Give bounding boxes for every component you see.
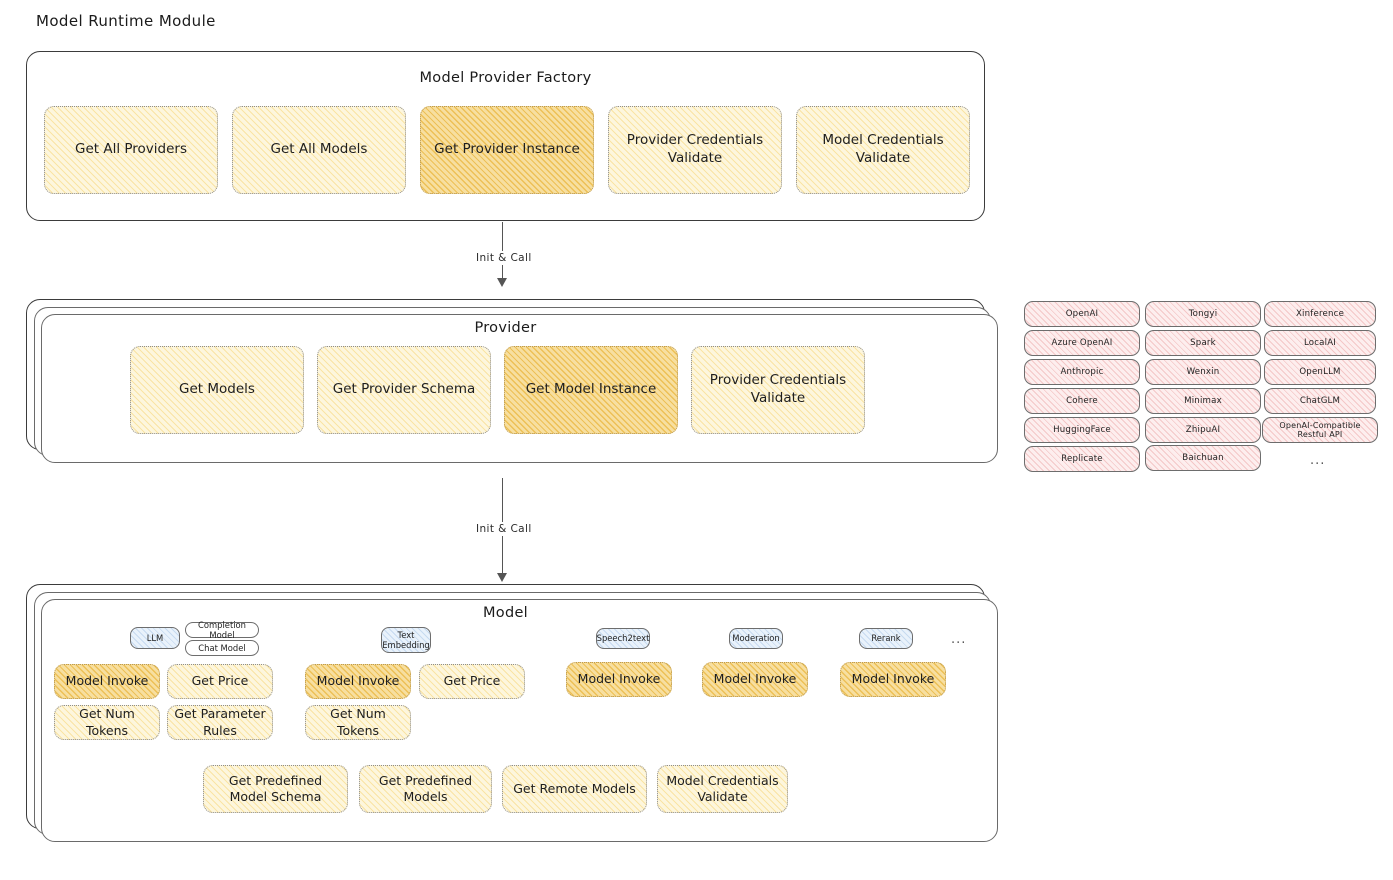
node-text-embedding-get-num-tokens[interactable]: Get Num Tokens: [305, 705, 411, 740]
node-model-credentials-validate-2[interactable]: Model Credentials Validate: [657, 765, 788, 813]
node-text-embedding-model-invoke[interactable]: Model Invoke: [305, 664, 411, 699]
provider-pill-minimax[interactable]: Minimax: [1145, 388, 1261, 414]
model-type-chip-moderation[interactable]: Moderation: [729, 628, 783, 649]
provider-pill-tongyi[interactable]: Tongyi: [1145, 301, 1261, 327]
provider-pill-openllm[interactable]: OpenLLM: [1264, 359, 1376, 385]
node-llm-get-parameter-rules[interactable]: Get Parameter Rules: [167, 705, 273, 740]
provider-pill-huggingface[interactable]: HuggingFace: [1024, 417, 1140, 443]
provider-pill-openai[interactable]: OpenAI: [1024, 301, 1140, 327]
model-type-chip-text-embedding[interactable]: Text Embedding: [381, 627, 431, 653]
provider-pill-xinference[interactable]: Xinference: [1264, 301, 1376, 327]
node-text-embedding-get-price[interactable]: Get Price: [419, 664, 525, 699]
provider-pill-spark[interactable]: Spark: [1145, 330, 1261, 356]
page-title: Model Runtime Module: [36, 12, 216, 30]
node-get-all-providers[interactable]: Get All Providers: [44, 106, 218, 194]
model-title: Model: [482, 605, 529, 621]
provider-pill-zhipuai[interactable]: ZhipuAI: [1145, 417, 1261, 443]
node-moderation-model-invoke[interactable]: Model Invoke: [702, 662, 808, 697]
provider-pill-chatglm[interactable]: ChatGLM: [1264, 388, 1376, 414]
provider-pill-replicate[interactable]: Replicate: [1024, 446, 1140, 472]
connector-arrowhead-provider-to-model: [497, 573, 507, 582]
node-get-predefined-model-schema[interactable]: Get Predefined Model Schema: [203, 765, 348, 813]
node-get-remote-models[interactable]: Get Remote Models: [502, 765, 647, 813]
provider-pill-anthropic[interactable]: Anthropic: [1024, 359, 1140, 385]
provider-list-more-ellipsis: ...: [1310, 453, 1326, 468]
node-llm-model-invoke[interactable]: Model Invoke: [54, 664, 160, 699]
node-provider-credentials-validate[interactable]: Provider Credentials Validate: [608, 106, 782, 194]
provider-pill-baichuan[interactable]: Baichuan: [1145, 445, 1261, 471]
provider-title: Provider: [474, 320, 537, 336]
connector-arrowhead-factory-to-provider: [497, 278, 507, 287]
node-speech2text-model-invoke[interactable]: Model Invoke: [566, 662, 672, 697]
model-type-chip-speech2text[interactable]: Speech2text: [596, 628, 650, 649]
node-rerank-model-invoke[interactable]: Model Invoke: [840, 662, 946, 697]
node-provider-credentials-validate-2[interactable]: Provider Credentials Validate: [691, 346, 865, 434]
model-subtype-chip-chat-model[interactable]: Chat Model: [185, 640, 259, 656]
node-llm-get-num-tokens[interactable]: Get Num Tokens: [54, 705, 160, 740]
node-get-provider-instance[interactable]: Get Provider Instance: [420, 106, 594, 194]
model-type-chip-rerank[interactable]: Rerank: [859, 628, 913, 649]
node-get-model-instance[interactable]: Get Model Instance: [504, 346, 678, 434]
node-model-credentials-validate[interactable]: Model Credentials Validate: [796, 106, 970, 194]
node-get-all-models[interactable]: Get All Models: [232, 106, 406, 194]
node-get-provider-schema[interactable]: Get Provider Schema: [317, 346, 491, 434]
provider-pill-localai[interactable]: LocalAI: [1264, 330, 1376, 356]
node-get-predefined-models[interactable]: Get Predefined Models: [359, 765, 492, 813]
provider-pill-openai-compatible-restful-api[interactable]: OpenAI-Compatible Restful API: [1262, 417, 1378, 443]
connector-label-init-call-1: Init & Call: [472, 251, 536, 265]
node-llm-get-price[interactable]: Get Price: [167, 664, 273, 699]
provider-pill-cohere[interactable]: Cohere: [1024, 388, 1140, 414]
model-types-more-ellipsis: ...: [951, 632, 967, 647]
model-subtype-chip-completion-model[interactable]: Completion Model: [185, 620, 259, 640]
connector-label-init-call-2: Init & Call: [472, 522, 536, 536]
provider-pill-azure-openai[interactable]: Azure OpenAI: [1024, 330, 1140, 356]
node-get-models[interactable]: Get Models: [130, 346, 304, 434]
model-provider-factory-title: Model Provider Factory: [419, 70, 592, 86]
model-type-chip-llm[interactable]: LLM: [130, 627, 180, 649]
provider-pill-wenxin[interactable]: Wenxin: [1145, 359, 1261, 385]
